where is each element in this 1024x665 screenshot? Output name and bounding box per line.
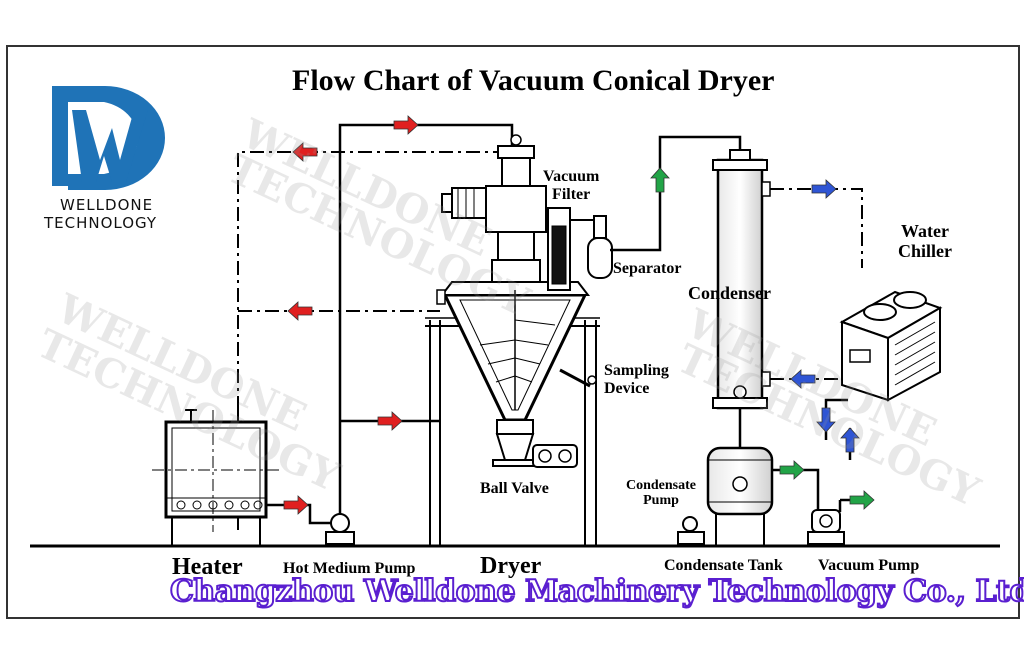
separator-vessel	[587, 215, 613, 279]
wd-logo-icon	[52, 86, 165, 190]
vacuum-pump	[807, 498, 856, 545]
condensate-pump	[677, 516, 705, 545]
logo-line-2: TECHNOLOGY	[44, 214, 158, 232]
arrow-icon-chilled-in	[811, 179, 837, 199]
page-title: Flow Chart of Vacuum Conical Dryer	[292, 64, 775, 97]
label-condensate-tank: Condensate Tank	[664, 557, 783, 574]
label-vacuum-filter: Vacuum Filter	[543, 168, 600, 203]
flow-arrows	[283, 115, 875, 515]
label-hot-medium-pump: Hot Medium Pump	[283, 560, 416, 577]
arrow-icon-heat-return-top	[292, 142, 318, 162]
return-lines	[237, 151, 500, 410]
arrow-icon-heater-out	[283, 495, 309, 515]
outer-frame	[6, 45, 1020, 619]
label-water-chiller: Water Chiller	[898, 221, 952, 261]
arrow-icon-vacuum-exhaust	[849, 490, 875, 510]
arrow-icon-chiller-down	[816, 407, 836, 433]
hot-medium-pump	[325, 513, 355, 545]
vacuum-pipe	[610, 135, 742, 252]
arrow-icon-condensate-out	[779, 460, 805, 480]
label-condenser: Condenser	[688, 283, 772, 303]
label-ball-valve: Ball Valve	[480, 480, 549, 497]
arrow-icon-chilled-out	[790, 369, 816, 389]
arrow-icon-heat-return-mid	[287, 301, 313, 321]
company-name: Changzhou Welldone Machinery Technology …	[169, 573, 1024, 610]
label-sampling-device: Sampling Device	[604, 362, 669, 397]
label-heater: Heater	[172, 554, 243, 580]
conical-dryer	[425, 134, 600, 545]
arrow-icon-heat-supply-top	[393, 115, 419, 135]
label-separator: Separator	[613, 260, 682, 277]
label-condensate-pump: Condensate Pump	[626, 478, 697, 509]
arrow-icon-heat-supply-jacket	[377, 411, 403, 431]
condenser-column	[712, 149, 771, 448]
logo-line-1: WELLDONE	[60, 196, 154, 214]
condensate-tank	[706, 446, 774, 545]
arrow-icon-chiller-up	[840, 427, 860, 453]
heater-tank	[152, 409, 280, 545]
water-chiller	[839, 290, 943, 402]
label-vacuum-pump: Vacuum Pump	[818, 557, 920, 574]
label-dryer: Dryer	[480, 553, 542, 579]
arrow-icon-vapor-up	[650, 167, 670, 193]
